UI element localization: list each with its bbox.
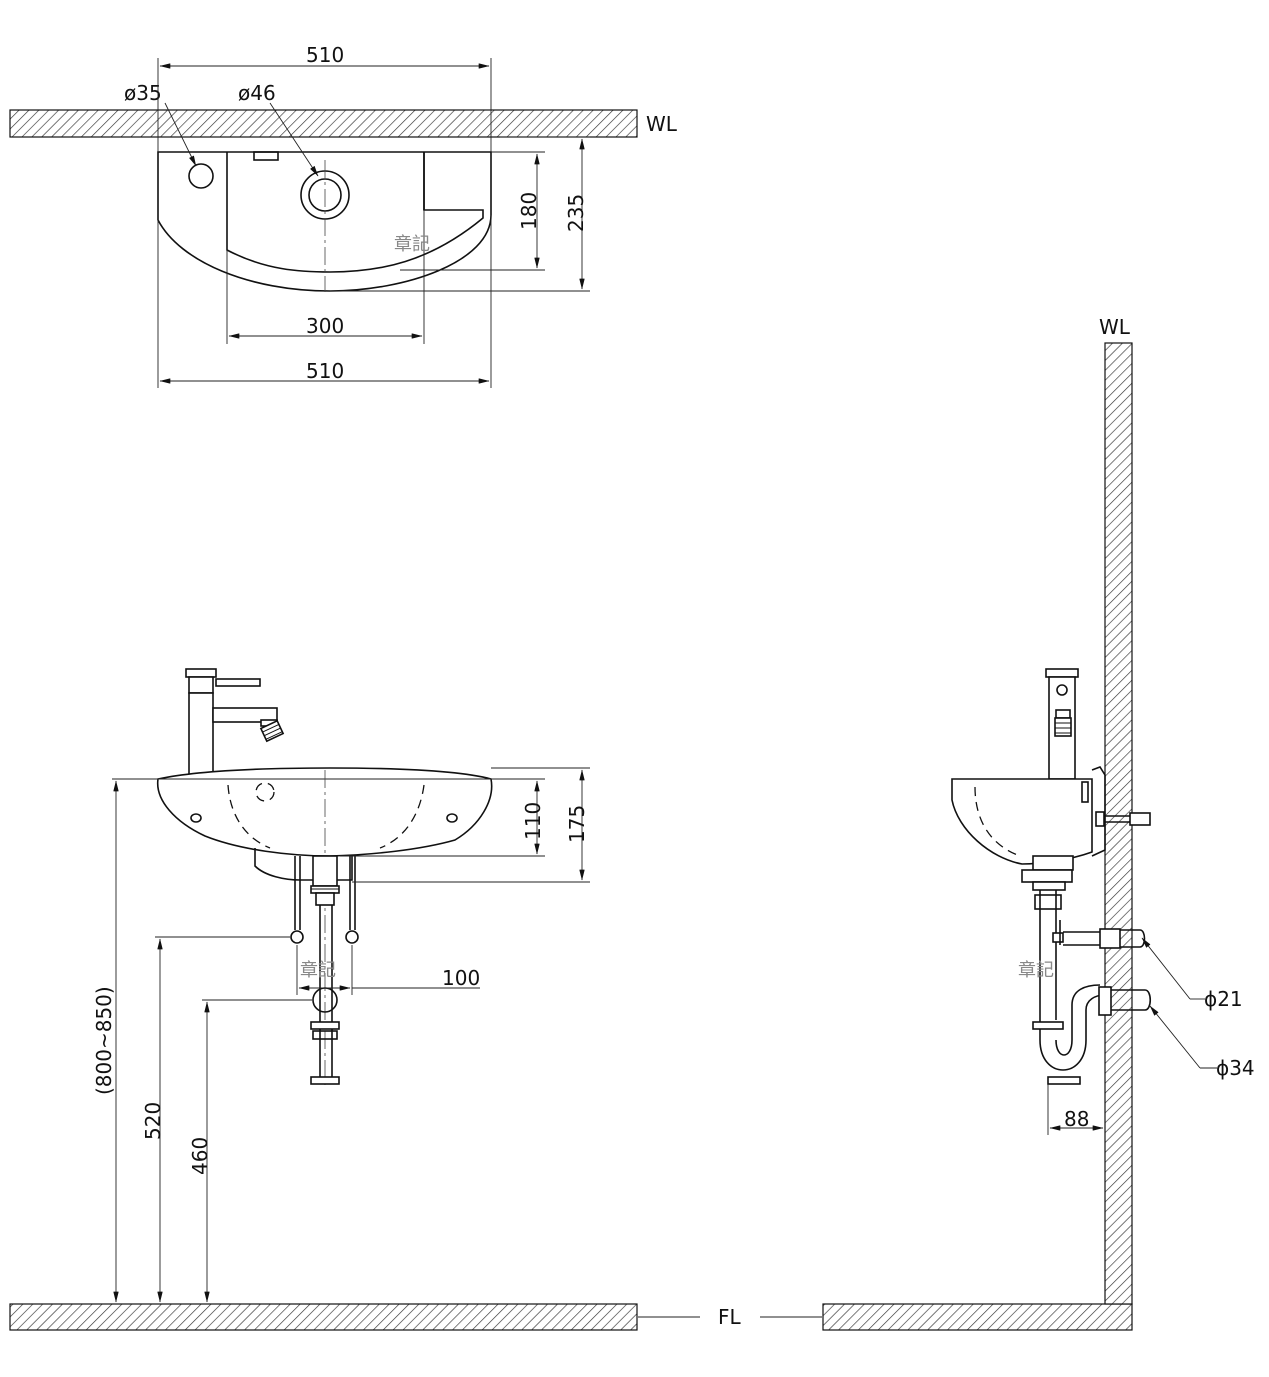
top-watermark: 章記: [394, 234, 430, 255]
trap-offset-dim: 88: [1064, 1107, 1089, 1131]
floor: FL: [9, 1303, 1133, 1331]
total-depth-dim: 235: [564, 194, 588, 232]
drain-height-dim: 460: [188, 1137, 212, 1175]
drain-dia-dim: ϕ34: [1216, 1056, 1255, 1080]
top-wall-hatch: [9, 109, 638, 138]
side-wall-label: WL: [1099, 315, 1131, 339]
bowl-depth-dim: 180: [517, 192, 541, 230]
front-watermark: 章記: [300, 960, 336, 981]
side-view: WL: [951, 315, 1255, 1305]
floor-label: FL: [718, 1305, 742, 1329]
top-basin-bowl: [226, 152, 484, 273]
supply-dia-dim: ϕ21: [1204, 987, 1243, 1011]
floor-hatch-left: [9, 1303, 638, 1331]
tap-hole: [188, 163, 214, 189]
bowl-width-dim: 300: [306, 314, 344, 338]
top-view: WL ø35 ø46 510 300 510: [9, 43, 678, 388]
height-range-dim: (800~850): [92, 986, 116, 1095]
front-view: 110 175 100 (800~850) 520 460 章記: [92, 668, 590, 1303]
top-wall-label: WL: [646, 112, 678, 136]
top-width-dim: 510: [306, 43, 344, 67]
overflow-slot: [253, 151, 279, 161]
supply-height-dim: 520: [141, 1102, 165, 1140]
supply-spacing-dim: 100: [442, 966, 480, 990]
tap-hole-dia: ø35: [124, 81, 162, 105]
drain-hole-dia: ø46: [238, 81, 276, 105]
basin-height-dim: 175: [565, 805, 589, 843]
faucet-front: [185, 668, 285, 780]
side-wall-hatch: [1104, 342, 1133, 1305]
bottom-width-dim: 510: [306, 359, 344, 383]
floor-hatch-right: [822, 1303, 1133, 1331]
side-watermark: 章記: [1018, 960, 1054, 981]
basin-depth-dim: 110: [521, 802, 545, 840]
